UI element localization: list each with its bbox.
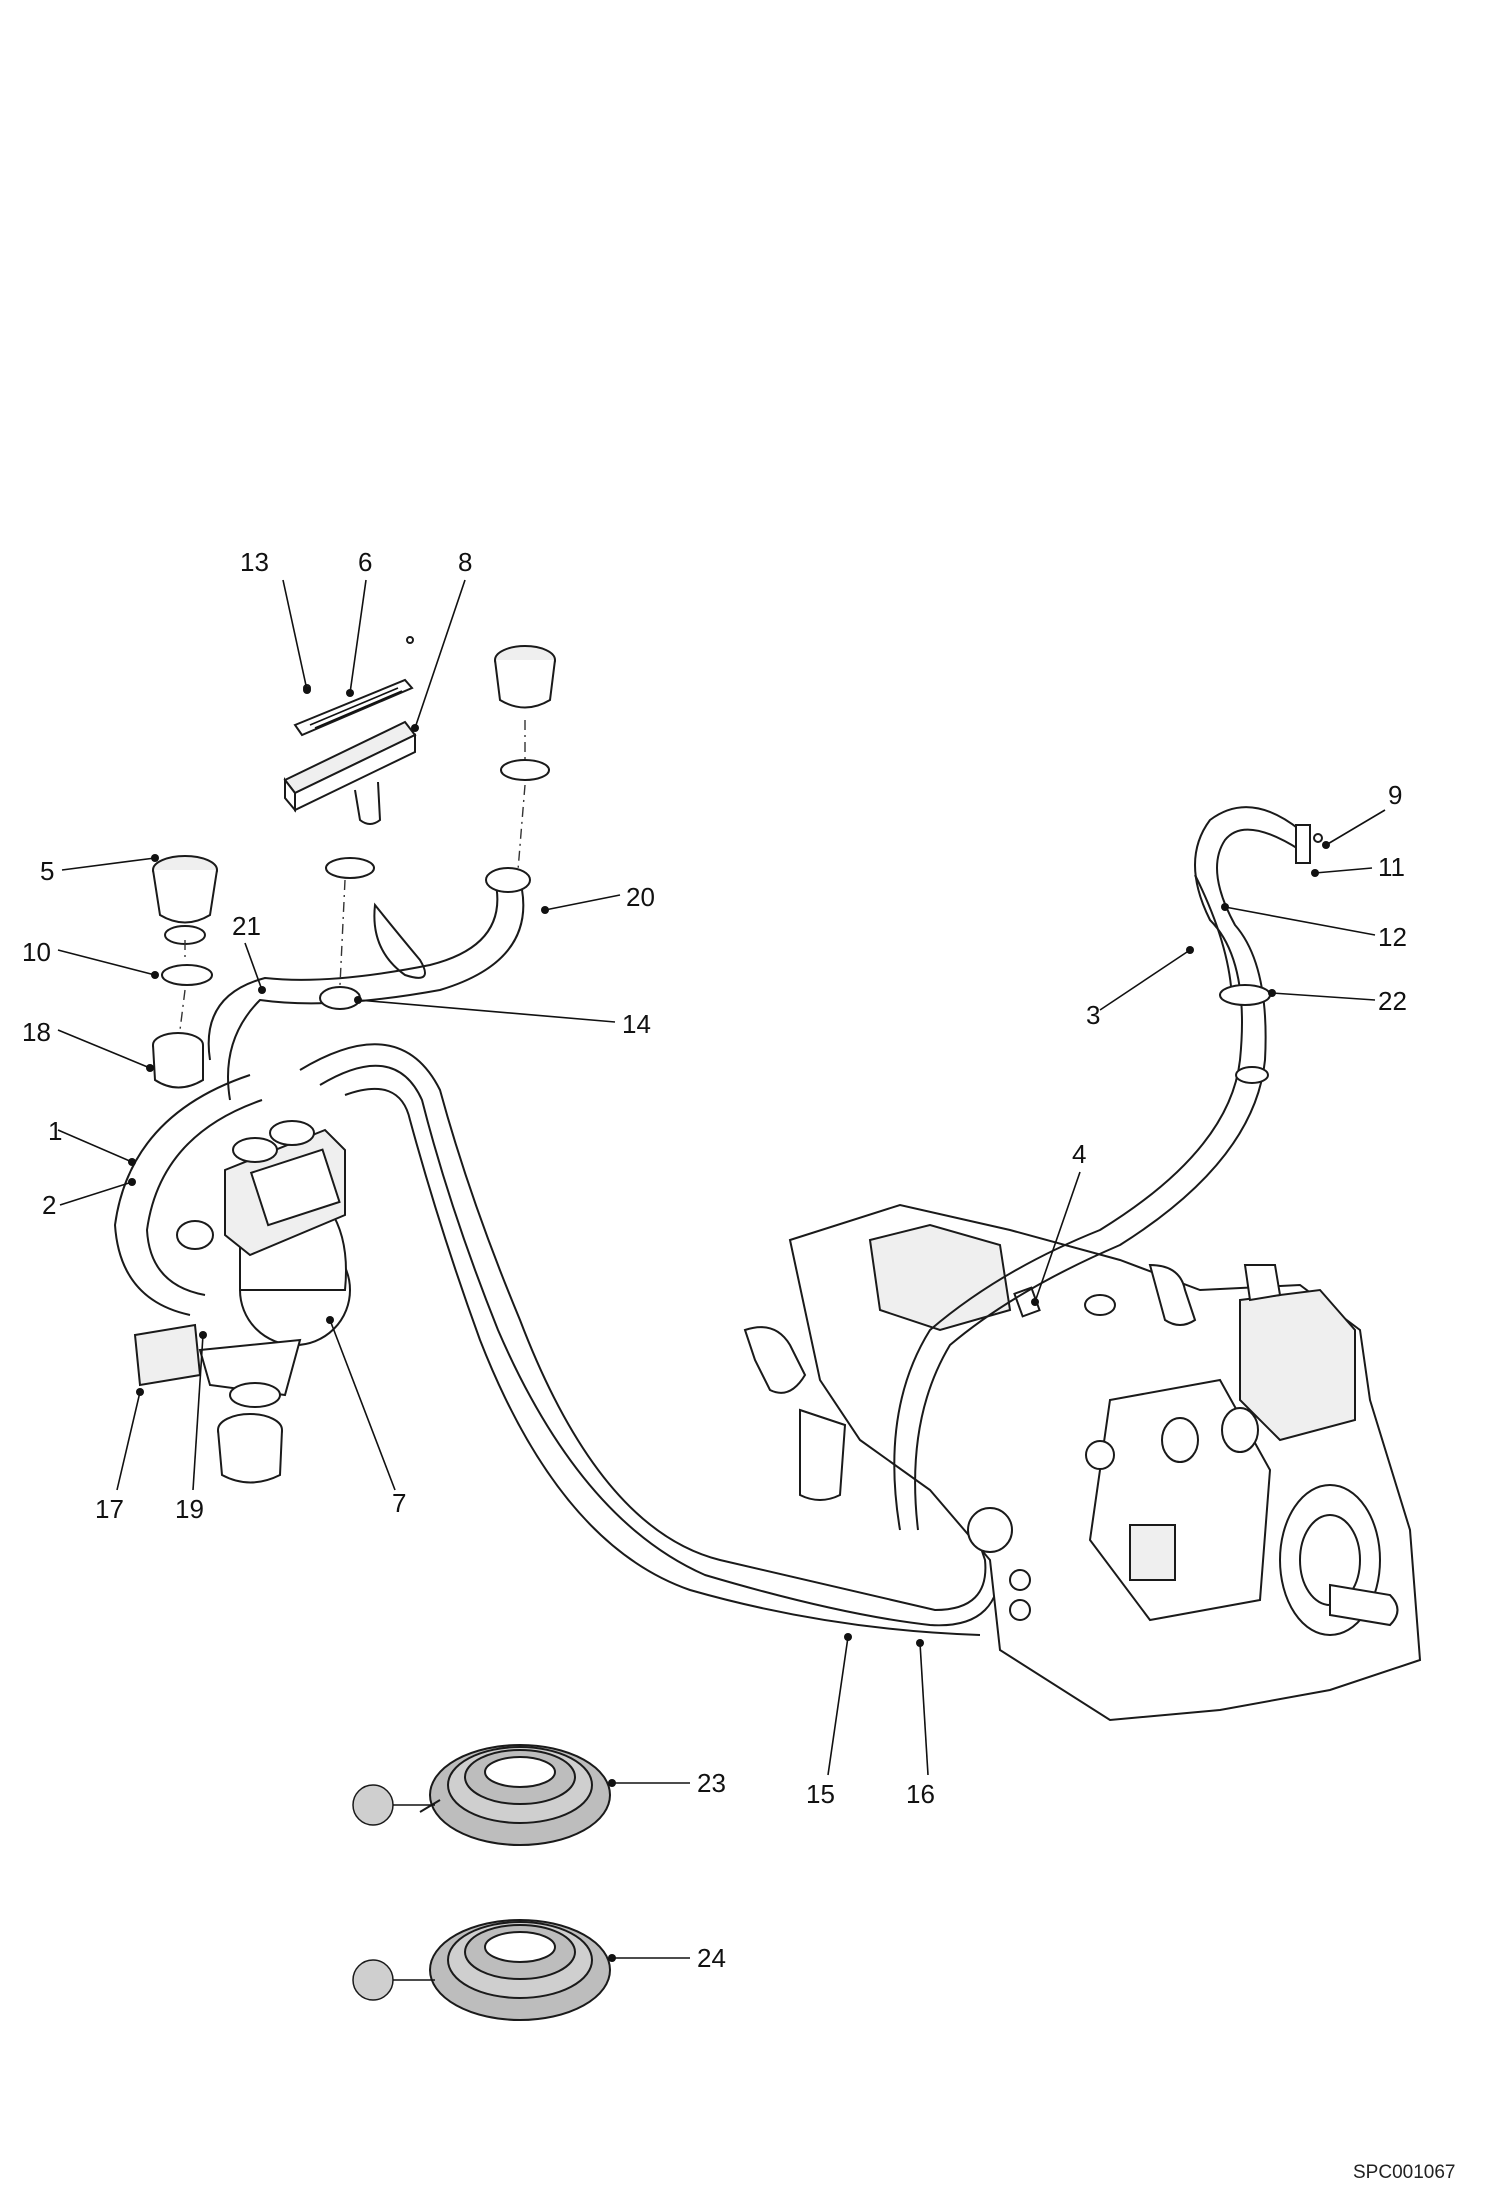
port-plug-d xyxy=(1009,1569,1031,1591)
hose-12 xyxy=(1194,874,1233,1001)
pump-shaft xyxy=(1329,1583,1399,1627)
callout-8: 8 xyxy=(458,547,472,577)
hose-3-inner xyxy=(914,828,1301,1531)
right-hoses xyxy=(893,806,1323,1531)
callout-21: 21 xyxy=(232,911,261,941)
solenoid-a xyxy=(1161,1417,1199,1463)
vent-tray-front xyxy=(294,733,416,812)
hose-3-outer xyxy=(893,806,1301,1531)
air-duct-group xyxy=(152,636,556,1101)
callout-22: 22 xyxy=(1378,986,1407,1016)
clamp-right xyxy=(500,759,550,781)
outlet-pipe-left xyxy=(799,1408,847,1501)
assembly-line-5 xyxy=(179,940,186,1031)
lower-outlet xyxy=(217,1429,283,1484)
grille-slats xyxy=(309,687,403,729)
port-plug-e xyxy=(1009,1599,1031,1621)
callout-15: 15 xyxy=(806,1779,835,1809)
leader-lines xyxy=(57,579,1386,1962)
heater-nozzle-a xyxy=(232,1137,278,1163)
small-fitting xyxy=(1243,1264,1282,1302)
duct-20-outer xyxy=(227,879,525,1101)
heater-hose-outer xyxy=(113,1074,251,1316)
callout-24: 24 xyxy=(697,1943,726,1973)
vent-right-body xyxy=(494,659,556,709)
hose-16-outer xyxy=(344,1087,981,1636)
elbow-fitting-top xyxy=(1148,1263,1197,1326)
hydraulic-pump-assembly xyxy=(743,1203,1422,1722)
elbow-fitting-left xyxy=(743,1326,807,1394)
callout-1: 1 xyxy=(48,1116,62,1146)
lower-outlet-collar xyxy=(229,1382,281,1408)
mounting-bracket xyxy=(133,1323,202,1387)
callout-14: 14 xyxy=(622,1009,651,1039)
callout-labels: 1 2 3 4 5 6 7 8 9 10 11 12 13 14 15 16 1… xyxy=(22,547,1407,1973)
assembly-line-14 xyxy=(339,879,346,986)
callout-4: 4 xyxy=(1072,1139,1086,1169)
port-plug-b xyxy=(967,1507,1013,1553)
callout-20: 20 xyxy=(626,882,655,912)
callout-7: 7 xyxy=(392,1488,406,1518)
duct-20-end xyxy=(485,867,531,893)
callout-2: 2 xyxy=(42,1190,56,1220)
hose-coil-23 xyxy=(419,1744,611,1846)
heater-hose-inner xyxy=(145,1099,263,1296)
connector-18-body xyxy=(152,1044,204,1089)
vent-5-body xyxy=(152,869,218,924)
callout-16: 16 xyxy=(906,1779,935,1809)
callout-11: 11 xyxy=(1378,852,1405,882)
fitting-11 xyxy=(1295,824,1311,864)
duct-14-port xyxy=(319,986,361,1010)
callout-19: 19 xyxy=(175,1494,204,1524)
callout-6: 6 xyxy=(358,547,372,577)
cable-tie xyxy=(373,902,426,979)
callout-5: 5 xyxy=(40,856,54,886)
hose-15-outer xyxy=(299,1043,987,1612)
heater-nozzle-b xyxy=(269,1120,315,1146)
solenoid-b xyxy=(1221,1407,1259,1453)
duct-20-inner xyxy=(207,879,499,1061)
drawing-reference: SPC001067 xyxy=(1353,2162,1455,2183)
fitting-9 xyxy=(1313,833,1323,843)
hose-clamp xyxy=(176,1220,214,1250)
hose-sleeve-22 xyxy=(1219,984,1271,1006)
pump-valve-block xyxy=(868,1223,1012,1332)
clamp-10 xyxy=(161,964,213,986)
clamp-tray xyxy=(325,857,375,879)
hose-coil-24 xyxy=(429,1919,611,2021)
vent-tray-spout xyxy=(354,781,382,825)
callout-9: 9 xyxy=(1388,780,1402,810)
callout-13: 13 xyxy=(240,547,269,577)
callout-3: 3 xyxy=(1086,1000,1100,1030)
screw-13b xyxy=(406,636,414,644)
callout-17: 17 xyxy=(95,1494,124,1524)
port-plug-a xyxy=(1084,1294,1116,1316)
bulk-marker-24 xyxy=(352,1959,394,2001)
bracket-flange xyxy=(198,1338,302,1397)
heater-assembly xyxy=(113,1074,351,1484)
pump-end-block xyxy=(1239,1288,1356,1442)
hose-sleeve-lower xyxy=(1235,1066,1269,1084)
hose-15-inner xyxy=(319,1064,1002,1627)
heater-hoses xyxy=(299,1043,1002,1636)
pump-label-plate xyxy=(1129,1524,1176,1581)
heater-core-body xyxy=(224,1128,351,1346)
callout-18: 18 xyxy=(22,1017,51,1047)
port-plug-c xyxy=(1085,1440,1115,1470)
bulk-marker-23 xyxy=(352,1784,394,1826)
callout-23: 23 xyxy=(697,1768,726,1798)
assembly-line-20 xyxy=(517,720,526,871)
callout-10: 10 xyxy=(22,937,51,967)
callout-12: 12 xyxy=(1378,922,1407,952)
